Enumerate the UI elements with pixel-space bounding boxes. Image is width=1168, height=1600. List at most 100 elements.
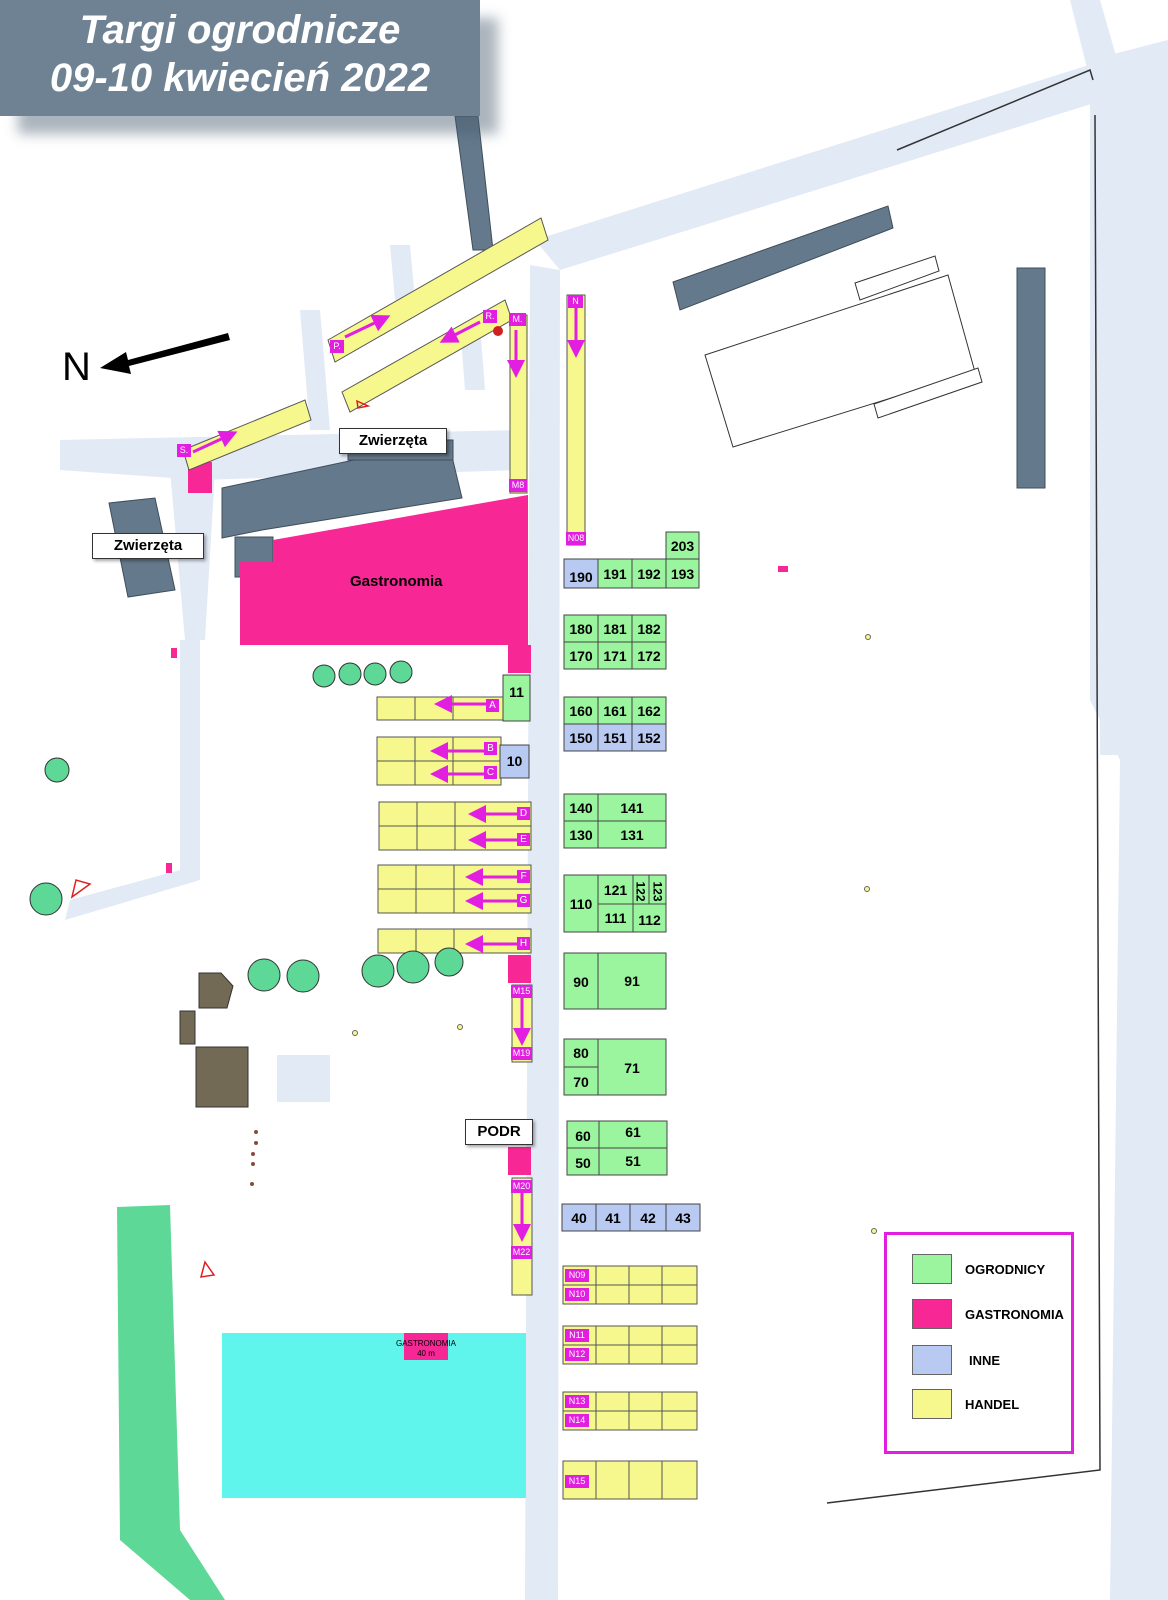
stand-label: 42 (640, 1210, 656, 1226)
stand-label: 112 (638, 912, 661, 928)
direction-arrows (192, 305, 585, 1242)
ogrodnicy-stands (502, 531, 700, 1176)
lane-tag: R. (483, 310, 497, 323)
stand-label: 161 (603, 703, 627, 719)
lane-tag: S. (177, 444, 191, 457)
stand-label: 110 (569, 896, 593, 912)
n-row-tag: N15 (565, 1475, 589, 1488)
lane-tag: N08 (566, 532, 586, 545)
stand-label: 60 (575, 1128, 591, 1144)
n-row-tag: N14 (565, 1414, 589, 1427)
stand-label: 50 (575, 1155, 591, 1171)
animals-sign-2: Zwierzęta (92, 533, 204, 559)
stand-label: 130 (569, 827, 593, 843)
stand-label: 170 (569, 648, 593, 664)
podr-sign: PODR (465, 1119, 533, 1145)
row-tag: G (517, 894, 530, 907)
n-row-tag: N13 (565, 1395, 589, 1408)
stand-label: 90 (573, 974, 589, 990)
market-rows (376, 696, 532, 954)
legend: OGRODNICY GASTRONOMIA INNE HANDEL (884, 1232, 1074, 1454)
n-row-tag: N11 (565, 1329, 589, 1342)
lane-tag: M. (509, 313, 526, 326)
food-pool-area (222, 1333, 526, 1498)
title-line-2: 09-10 kwiecień 2022 (49, 56, 431, 100)
row-tag: E (517, 833, 530, 846)
stand-label: 150 (569, 730, 593, 746)
stand-label: 160 (569, 703, 593, 719)
stand-label: 140 (569, 800, 593, 816)
legend-swatch-handel (912, 1389, 952, 1419)
inne-stands (499, 558, 701, 1232)
stand-label: 121 (603, 882, 628, 898)
n-row-tag: N10 (565, 1288, 589, 1301)
building-outlines (704, 255, 983, 448)
food-pool-title: GASTRONOMIA (395, 1339, 456, 1348)
row-tag: D (517, 807, 530, 820)
animals-sign-1: Zwierzęta (339, 428, 447, 454)
legend-label: GASTRONOMIA (965, 1307, 1064, 1322)
stand-label: 122 (633, 881, 648, 902)
stand-label: 151 (603, 730, 627, 746)
n-row-tag: N09 (565, 1269, 589, 1282)
title-line-1: Targi ogrodnicze (79, 8, 401, 52)
lane-tag: M22 (511, 1246, 532, 1259)
food-court-label: Gastronomia (350, 573, 443, 590)
markers (70, 399, 371, 1278)
stand-label: 70 (573, 1074, 589, 1090)
row-tag: B (484, 742, 497, 755)
legend-label: INNE (969, 1353, 1001, 1368)
trees (29, 660, 464, 993)
fence-lines (826, 68, 1101, 1504)
stand-label: 190 (569, 569, 593, 585)
stand-label: 51 (625, 1153, 641, 1169)
stand-label: 182 (637, 621, 661, 637)
stand-label: 172 (637, 648, 661, 664)
stand-label: 43 (675, 1210, 691, 1226)
stand-label: 171 (603, 648, 627, 664)
lane-tag: M20 (511, 1180, 532, 1193)
row-tag: H (517, 937, 530, 950)
park-strip (117, 1205, 225, 1600)
small-dots (250, 1130, 258, 1186)
stand-label: 203 (670, 538, 695, 554)
yellow-dots (352, 634, 877, 1234)
stand-label: 180 (569, 621, 593, 637)
red-dot (493, 326, 503, 336)
legend-swatch-gastronomia (912, 1299, 952, 1329)
stand-label: 11 (509, 684, 524, 700)
legend-swatch-ogrodnicy (912, 1254, 952, 1284)
food-pool-area: 40 m (417, 1349, 435, 1358)
title-banner: Targi ogrodnicze 09-10 kwiecień 2022 (0, 0, 480, 116)
lane-tag: M8 (509, 479, 527, 492)
gastronomy-areas (166, 462, 788, 1360)
stand-label: 193 (670, 566, 695, 582)
stand-label: 131 (620, 827, 644, 843)
row-tag: F (517, 870, 530, 883)
stand-label: 111 (604, 910, 627, 926)
lane-tag: N (568, 295, 583, 308)
lane-tag: P. (330, 340, 344, 353)
stand-label: 80 (573, 1045, 589, 1061)
stand-label: 181 (603, 621, 627, 637)
lane-tag: M19 (511, 1047, 532, 1060)
stand-label: 61 (625, 1124, 641, 1140)
stand-label: 40 (571, 1210, 587, 1226)
north-arrow-icon (100, 333, 230, 374)
stand-label: 191 (603, 566, 627, 582)
row-tag: C (484, 766, 497, 779)
row-tag: A (486, 699, 499, 712)
lane-tag: M15 (511, 985, 532, 998)
stand-label: 91 (624, 973, 640, 989)
stand-label: 71 (624, 1060, 640, 1076)
stand-label: 192 (637, 566, 661, 582)
legend-label: OGRODNICY (965, 1262, 1046, 1277)
stand-label: 141 (620, 800, 644, 816)
brown-objects (179, 972, 249, 1108)
legend-label: HANDEL (965, 1397, 1020, 1412)
stand-label: 162 (637, 703, 661, 719)
stand-label: 10 (506, 753, 523, 769)
legend-swatch-inne (912, 1345, 952, 1375)
n-row-tag: N12 (565, 1348, 589, 1361)
